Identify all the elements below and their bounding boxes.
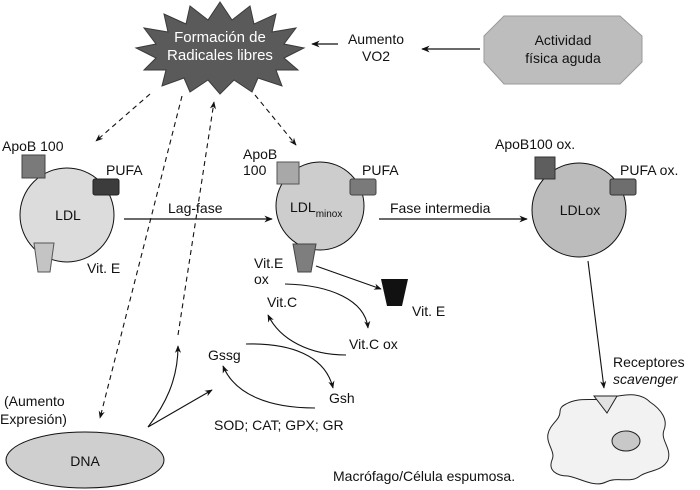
ldl-apob-block [21, 154, 46, 179]
scavenger-receptor [592, 395, 618, 414]
arrow-gsh-to-gssg [222, 365, 316, 409]
arrow-vitc-ox-to-vitc [267, 314, 347, 356]
macrofago-cell [547, 394, 670, 485]
vitc-label: Vit.C [267, 294, 297, 310]
radicales-line1: Formación de [174, 29, 266, 46]
dashed-arrow-radicales-to-ldl [95, 93, 151, 142]
actividad-fisica-node: Actividad física aguda [483, 15, 643, 85]
ldl-pufa-block [92, 178, 120, 196]
ldlox-apob-block [534, 156, 556, 180]
arrow-vite-ox-to-vitc-ox [284, 283, 371, 329]
macrofago-membrane [547, 394, 670, 485]
ldl-minox-pufa-block [349, 178, 377, 196]
ldl-minox-apob-line2: 100 [243, 162, 267, 178]
ldl-vite-block [33, 242, 55, 273]
ldl-minox-particle: LDLminox ApoB 100 PUFA Vit.E ox [243, 146, 399, 287]
ldl-minox-label: LDLminox [290, 199, 342, 220]
vite-ox-line1: Vit.E [254, 255, 283, 271]
actividad-line1: Actividad [535, 32, 592, 48]
ldl-circle [19, 167, 115, 263]
fase-intermedia-label: Fase intermedia [390, 200, 491, 216]
radicales-libres-node: Formación de Radicales libres [134, 1, 306, 95]
receptores-line1: Receptores [613, 354, 685, 370]
gssg-label: Gssg [208, 347, 241, 363]
vitc-ox-label: Vit.C ox [349, 336, 398, 352]
ldl-minox-apob-block [276, 161, 300, 185]
dna-label: DNA [70, 453, 100, 469]
dna-ellipse [5, 431, 165, 489]
enzymes-label: SOD; CAT; GPX; GR [214, 417, 344, 433]
ldl-pufa-label: PUFA [106, 162, 143, 178]
ldlox-pufa-label: PUFA ox. [620, 162, 678, 178]
vite-free-block [381, 279, 408, 306]
dashed-arrow-radicales-to-dna [98, 95, 183, 419]
vite-ox-line2: ox [254, 271, 269, 287]
macrofago-nucleus [611, 430, 641, 452]
actividad-line2: física aguda [525, 50, 601, 66]
ldlox-apob-label: ApoB100 ox. [495, 136, 575, 152]
starburst-shape [134, 1, 306, 95]
arrow-vite-ox-to-vite [315, 265, 382, 290]
ldl-label: LDL [55, 207, 81, 223]
ldl-minox-apob-line1: ApoB [243, 146, 277, 162]
arrow-dna-to-gssg [147, 389, 213, 428]
ldl-particle: LDL ApoB 100 PUFA Vit. E [2, 138, 143, 276]
lag-fase-label: Lag-fase [168, 200, 223, 216]
dashed-arrow-radicales-to-ldlminox [254, 94, 297, 146]
radicales-line2: Radicales libres [167, 47, 273, 64]
ldlox-circle [531, 162, 627, 258]
ldl-apob-label: ApoB 100 [2, 138, 64, 154]
ldlox-pufa-block [609, 178, 637, 196]
aumento-vo2-line2: VO2 [362, 48, 390, 64]
aumento-vo2-line1: Aumento [348, 31, 404, 47]
arrow-dna-to-radicales-curve [147, 345, 182, 428]
ldl-minox-vite-block [292, 243, 317, 273]
vite-free-label: Vit. E [412, 303, 445, 319]
macrofago-label: Macrófago/Célula espumosa. [333, 468, 515, 484]
ldlox-particle: LDLox ApoB100 ox. PUFA ox. [495, 136, 678, 258]
arrow-ldlox-to-receptor [587, 260, 607, 389]
ldl-minox-pufa-label: PUFA [362, 162, 399, 178]
receptores-line2: scavenger [613, 371, 679, 387]
ldlox-label: LDLox [560, 202, 600, 218]
arrow-vitc-ox-to-gsh [245, 343, 335, 389]
dna-node: DNA [5, 431, 165, 489]
aumento-expresion-line1: (Aumento [4, 393, 65, 409]
gsh-label: Gsh [329, 390, 355, 406]
octagon-shape [483, 15, 643, 85]
aumento-expresion-line2: Expresión) [0, 411, 67, 427]
ldl-vite-label: Vit. E [87, 260, 120, 276]
